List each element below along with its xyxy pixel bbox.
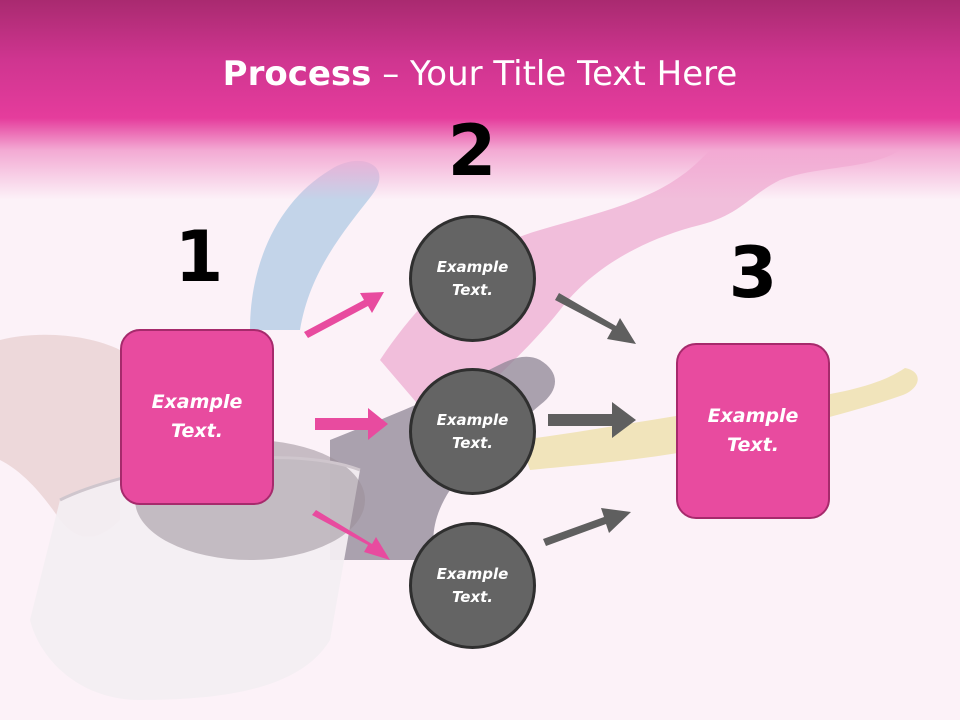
step-1-box-text: Example Text. [151, 391, 243, 442]
arrow-right-up-icon[interactable] [543, 508, 631, 546]
circle-top-text: Example Text. [436, 257, 509, 299]
arrow-right-icon[interactable] [315, 408, 388, 440]
arrow-right-down-icon[interactable] [312, 510, 390, 560]
title-rest: Your Title Text Here [410, 54, 738, 94]
arrow-right-up-icon[interactable] [304, 292, 384, 338]
arrow-right-down-icon[interactable] [555, 293, 636, 344]
slide-title[interactable]: Process – Your Title Text Here [0, 52, 960, 96]
step-number-3[interactable]: 3 [728, 232, 778, 314]
arrow-right-icon[interactable] [548, 402, 636, 438]
circle-middle-text: Example Text. [436, 410, 509, 452]
circle-bottom-text: Example Text. [436, 564, 509, 606]
step-3-box[interactable]: Example Text. [676, 343, 830, 519]
title-separator: – [371, 54, 411, 94]
step-number-2[interactable]: 2 [447, 110, 497, 192]
step-number-1[interactable]: 1 [174, 216, 224, 298]
title-bar [0, 0, 960, 200]
title-bold: Process [222, 54, 372, 94]
step-2-circle-middle[interactable]: Example Text. [409, 368, 536, 495]
step-2-circle-bottom[interactable]: Example Text. [409, 522, 536, 649]
step-3-box-text: Example Text. [707, 405, 799, 456]
step-1-box[interactable]: Example Text. [120, 329, 274, 505]
step-2-circle-top[interactable]: Example Text. [409, 215, 536, 342]
